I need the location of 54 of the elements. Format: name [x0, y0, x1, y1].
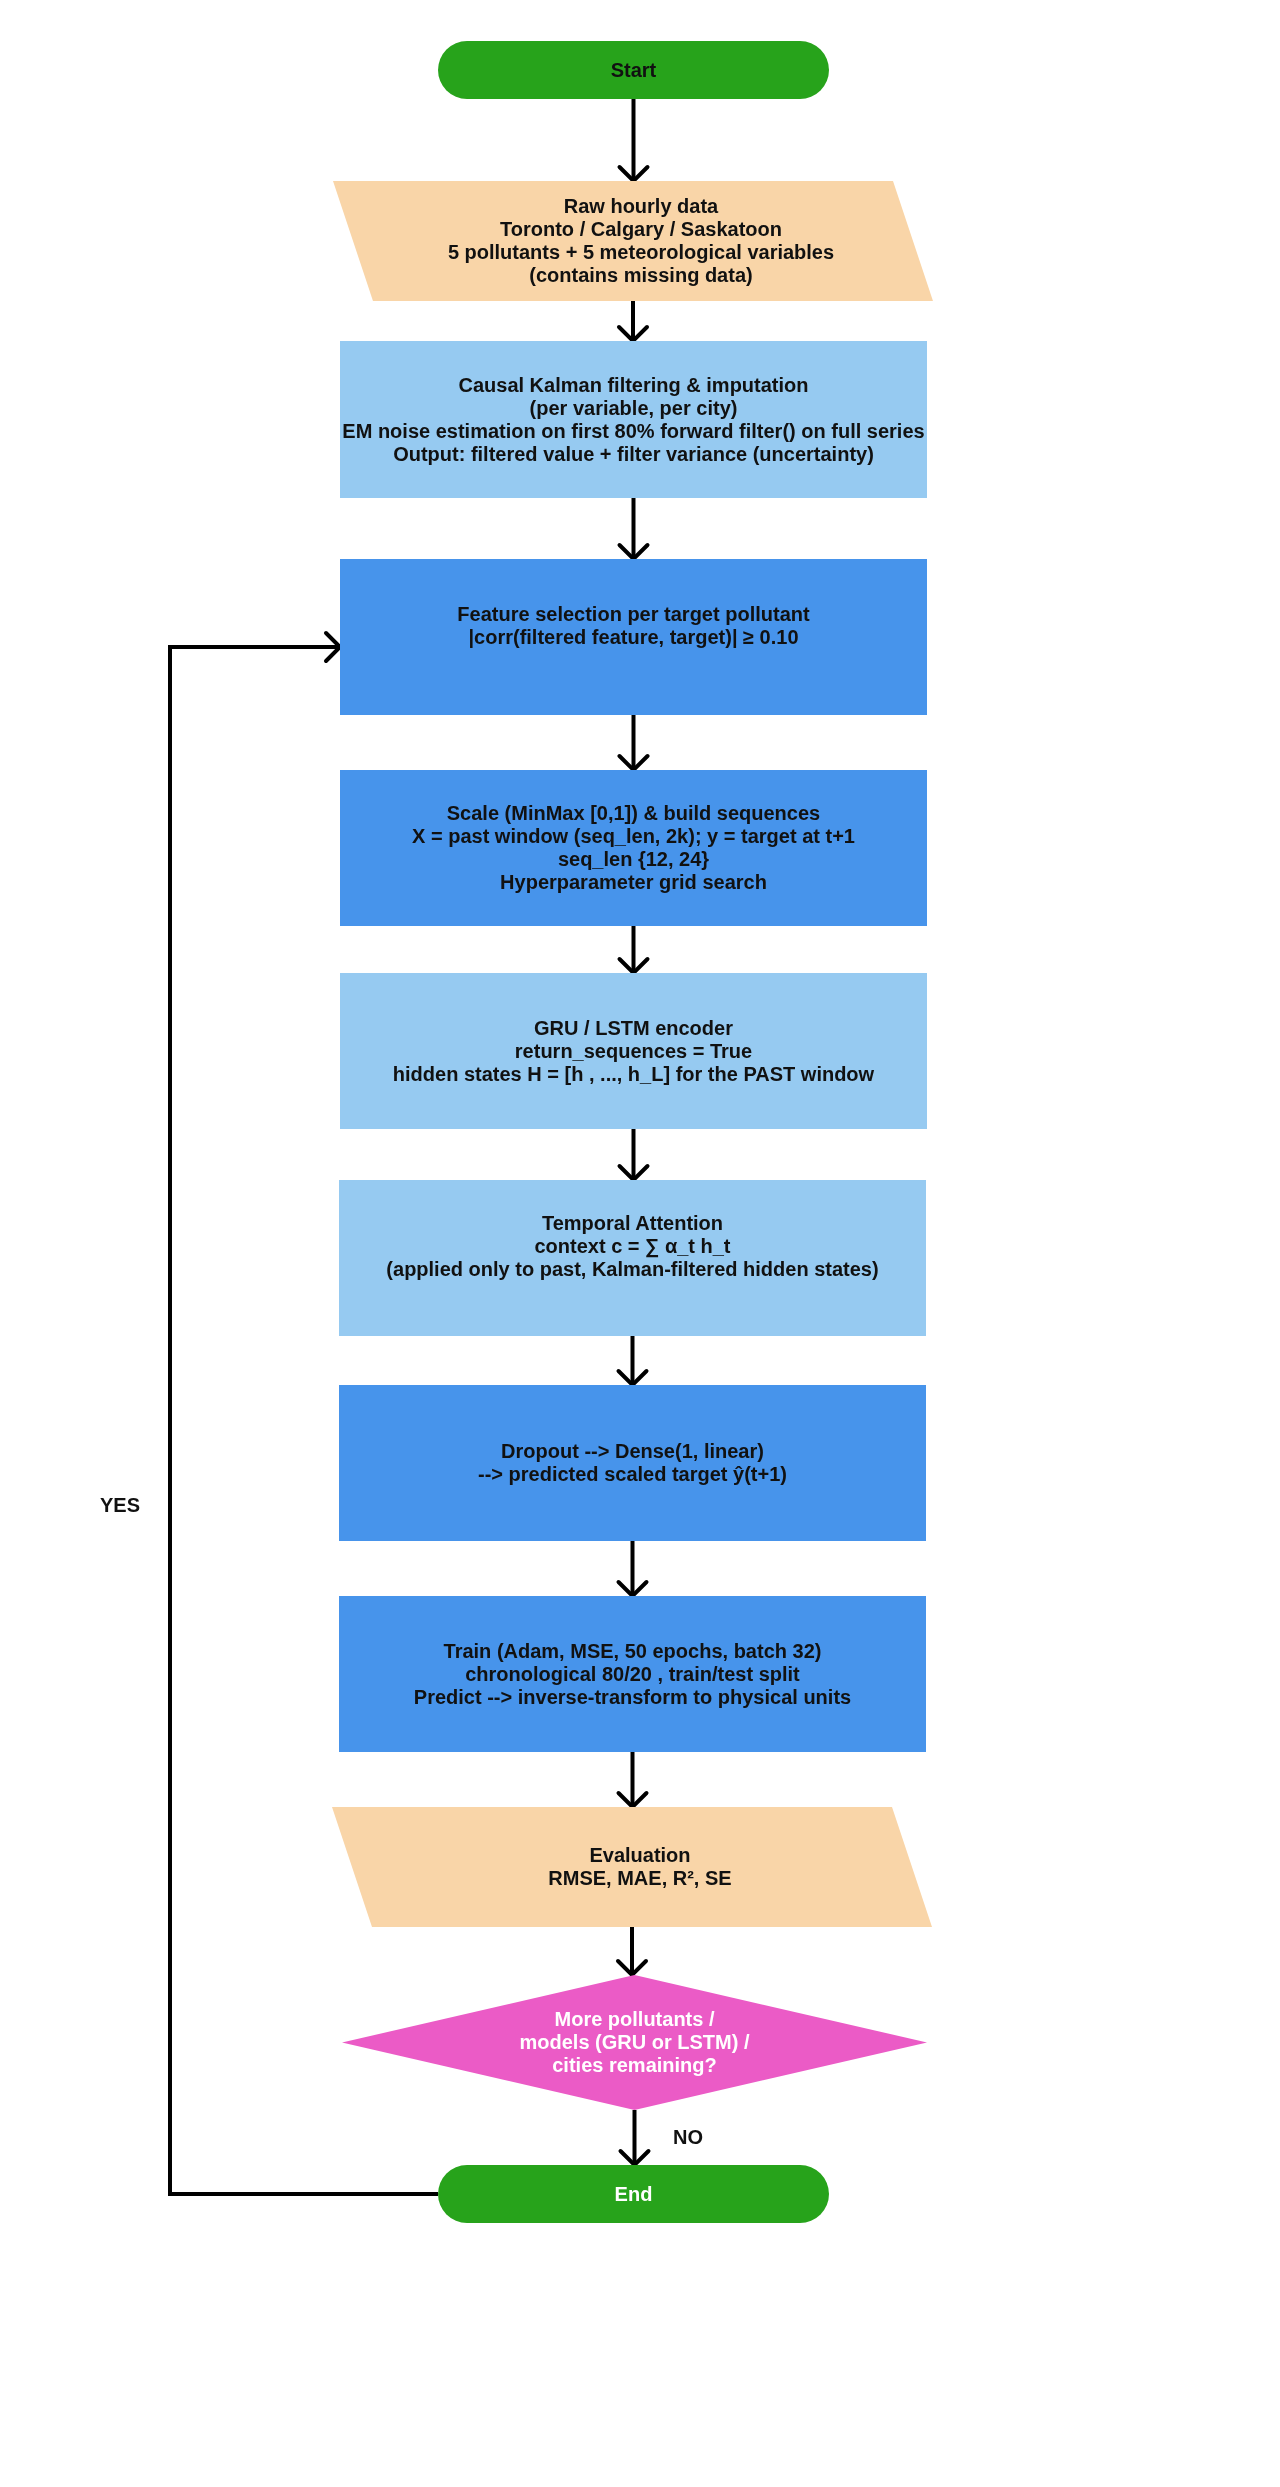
- flow-arrow: [616, 1541, 649, 1598]
- flow-arrow: [617, 926, 650, 975]
- flow-arrow: [618, 2110, 651, 2167]
- process-box: [339, 1180, 926, 1336]
- terminator-pill: [438, 41, 829, 99]
- step-detail: seq_len {12, 24}: [557, 848, 710, 871]
- step-detail: EM noise estimation on first 80% forward filter() on full series: [342, 419, 925, 443]
- flow-arrow: [617, 498, 650, 561]
- data-parallelogram: [332, 1807, 932, 1927]
- flow-arrow: [617, 1129, 650, 1182]
- step-detail: Hyperparameter grid search: [500, 871, 767, 894]
- flow-arrow: [616, 1336, 649, 1387]
- step-title: Evaluation: [589, 1844, 691, 1867]
- process-box: [340, 973, 927, 1129]
- step-detail: hidden states H = [h , ..., h_L] for the PAST window: [392, 1062, 875, 1086]
- step-detail: Output: filtered value + filter variance (uncertainty): [393, 442, 874, 466]
- flow-arrow: [617, 301, 649, 343]
- terminal-label: Start: [610, 58, 657, 82]
- step-detail: Toronto / Calgary / Saskatoon: [500, 218, 782, 241]
- process-box: [339, 1596, 926, 1752]
- flow-arrow: [617, 715, 650, 772]
- step-title: GRU / LSTM encoder: [534, 1016, 733, 1040]
- step-detail: context c = ∑ α_t h_t: [534, 1234, 731, 1258]
- step-title: Scale (MinMax [0,1]) & build sequences: [446, 802, 821, 825]
- step-detail: --> predicted scaled target ŷ(t+1): [478, 1463, 787, 1486]
- step-title: Feature selection per target pollutant: [457, 603, 810, 626]
- terminator-pill: [438, 2165, 829, 2223]
- step-detail: (contains missing data): [529, 264, 753, 287]
- step-title: Dropout --> Dense(1, linear): [501, 1440, 764, 1463]
- step-detail: (per variable, per city): [529, 396, 738, 420]
- step-title: Causal Kalman filtering & imputation: [458, 373, 809, 397]
- step-detail: Predict --> inverse-transform to physical units: [413, 1685, 852, 1709]
- step-detail: X = past window (seq_len, 2k); y = target at t+1: [412, 825, 855, 848]
- step-detail: |corr(filtered feature, target)| ≥ 0.10: [468, 626, 799, 649]
- step-title: Temporal Attention: [541, 1211, 724, 1235]
- step-title: Raw hourly data: [563, 195, 719, 218]
- step-detail: RMSE, MAE, R², SE: [548, 1867, 732, 1890]
- process-box: [340, 770, 927, 926]
- data-parallelogram: [333, 181, 933, 301]
- flow-arrow: [616, 1752, 649, 1809]
- process-box: [340, 341, 927, 498]
- decision-question: More pollutants / models (GRU or LSTM) / cities remaining?: [518, 2008, 751, 2077]
- flow-arrow: [616, 1927, 648, 1977]
- loop-arrow: [168, 631, 438, 2196]
- flow-arrow: [617, 99, 650, 183]
- step-detail: (applied only to past, Kalman-filtered hidden states): [386, 1257, 879, 1281]
- process-box: [339, 1385, 926, 1541]
- terminal-label: End: [614, 2182, 653, 2206]
- step-detail: 5 pollutants + 5 meteorological variables: [447, 241, 835, 264]
- step-detail: chronological 80/20 , train/test split: [465, 1662, 800, 1686]
- step-title: Train (Adam, MSE, 50 epochs, batch 32): [443, 1639, 822, 1663]
- decision-diamond: [342, 1975, 927, 2110]
- process-box: [340, 559, 927, 715]
- step-detail: return_sequences = True: [514, 1039, 753, 1063]
